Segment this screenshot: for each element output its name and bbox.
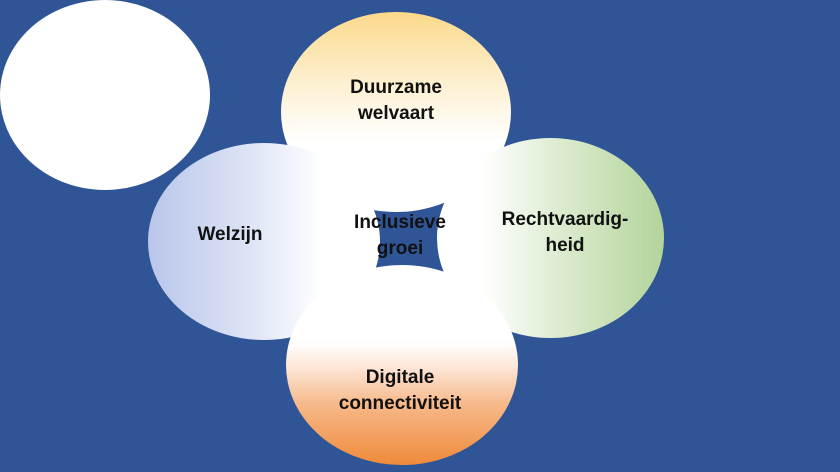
- label-duurzame-welvaart: Duurzame welvaart: [350, 77, 442, 124]
- label-digitale-connectiviteit: Digitale connectiviteit: [338, 367, 462, 414]
- petal-digitale-connectiviteit: [286, 265, 518, 465]
- label-welzijn: Welzijn: [197, 224, 263, 245]
- center-core: [0, 0, 210, 190]
- label-rechtvaardigheid: Rechtvaardig- heid: [501, 209, 629, 256]
- label-inclusieve-groei: Inclusieve groei: [354, 212, 446, 259]
